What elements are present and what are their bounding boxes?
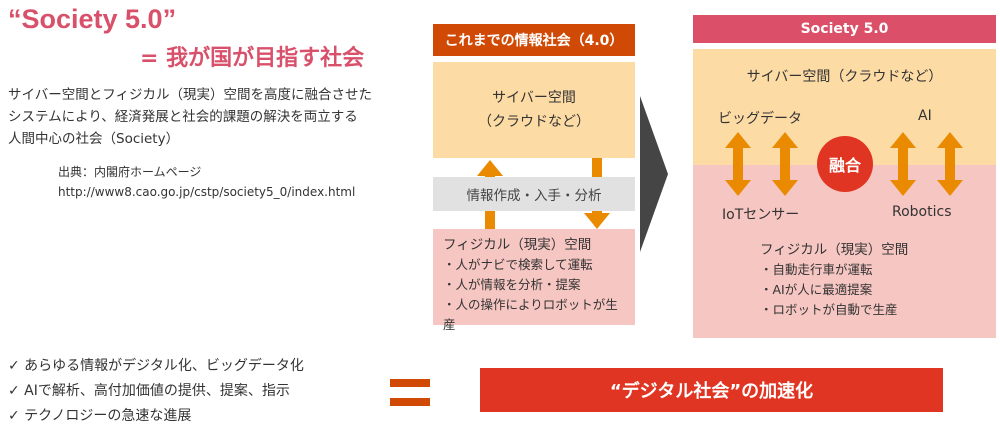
society50-header: Society 5.0 bbox=[693, 15, 996, 43]
physical-item: ・ロボットが自動で生産 bbox=[760, 302, 898, 317]
equals-icon bbox=[390, 379, 430, 387]
subtitle: = 我が国が目指す社会 bbox=[140, 46, 365, 71]
physical-title: フィジカル（現実）空間 bbox=[443, 237, 592, 253]
society40-physical-box: フィジカル（現実）空間 ・人がナビで検索して運転 ・人が情報を分析・提案 ・人の… bbox=[433, 229, 635, 332]
physical-item: ・AIが人に最適提案 bbox=[760, 282, 873, 297]
check-item: ✓ AIで解析、高付加価値の提供、提案、指示 bbox=[8, 383, 290, 399]
physical-item: ・人がナビで検索して運転 bbox=[443, 257, 593, 272]
digital-society-banner: “デジタル社会”の加速化 bbox=[480, 368, 943, 412]
cyber-sub: （クラウドなど） bbox=[478, 114, 590, 130]
physical-item: ・人が情報を分析・提案 bbox=[443, 277, 581, 292]
bidirectional-arrow-icon bbox=[725, 132, 751, 196]
bidirectional-arrow-icon bbox=[890, 132, 916, 196]
society50-physical-area bbox=[693, 165, 996, 338]
down-arrow-icon bbox=[584, 158, 610, 229]
society40-cyber-box: サイバー空間 （クラウドなど） bbox=[433, 62, 635, 158]
bidirectional-arrow-icon bbox=[937, 132, 963, 196]
physical-title: フィジカル（現実）空間 bbox=[760, 242, 909, 258]
description-line: 人間中心の社会（Society） bbox=[8, 131, 180, 147]
source: 出典：内閣府ホームページ http://www8.cao.go.jp/cstp/… bbox=[58, 162, 355, 202]
big-data-label: ビッグデータ bbox=[718, 111, 802, 127]
iot-label: IoTセンサー bbox=[722, 207, 800, 223]
check-item: ✓ あらゆる情報がデジタル化、ビッグデータ化 bbox=[8, 358, 304, 374]
ai-label: AI bbox=[918, 108, 932, 124]
fusion-circle: 融合 bbox=[817, 136, 873, 192]
society40-process: 情報作成・入手・分析 bbox=[433, 177, 635, 211]
source-label: 出典：内閣府ホームページ bbox=[58, 165, 202, 179]
equals-icon bbox=[390, 398, 430, 406]
society40-header: これまでの情報社会（4.0） bbox=[433, 24, 635, 56]
bidirectional-arrow-icon bbox=[772, 132, 798, 196]
physical-item: ・自動走行車が運転 bbox=[760, 262, 873, 277]
cyber-label: サイバー空間 bbox=[492, 90, 576, 106]
society50-physical-text: フィジカル（現実）空間 ・自動走行車が運転 ・AIが人に最適提案 ・ロボットが自… bbox=[760, 240, 908, 320]
check-item: ✓ テクノロジーの急速な進展 bbox=[8, 408, 192, 424]
robotics-label: Robotics bbox=[892, 204, 952, 220]
source-url: http://www8.cao.go.jp/cstp/society5_0/in… bbox=[58, 185, 356, 199]
society50-cyber-label: サイバー空間（クラウドなど） bbox=[746, 69, 943, 85]
check-list: ✓ あらゆる情報がデジタル化、ビッグデータ化 ✓ AIで解析、高付加価値の提供、… bbox=[8, 354, 304, 429]
description: サイバー空間とフィジカル（現実）空間を高度に融合させた システムにより、経済発展… bbox=[8, 84, 418, 150]
physical-item: ・人の操作によりロボットが生産 bbox=[443, 297, 618, 332]
description-line: サイバー空間とフィジカル（現実）空間を高度に融合させた bbox=[8, 87, 372, 103]
title: “Society 5.0” bbox=[8, 4, 177, 34]
description-line: システムにより、経済発展と社会的課題の解決を両立する bbox=[8, 109, 358, 125]
transition-arrow-icon bbox=[640, 96, 668, 252]
